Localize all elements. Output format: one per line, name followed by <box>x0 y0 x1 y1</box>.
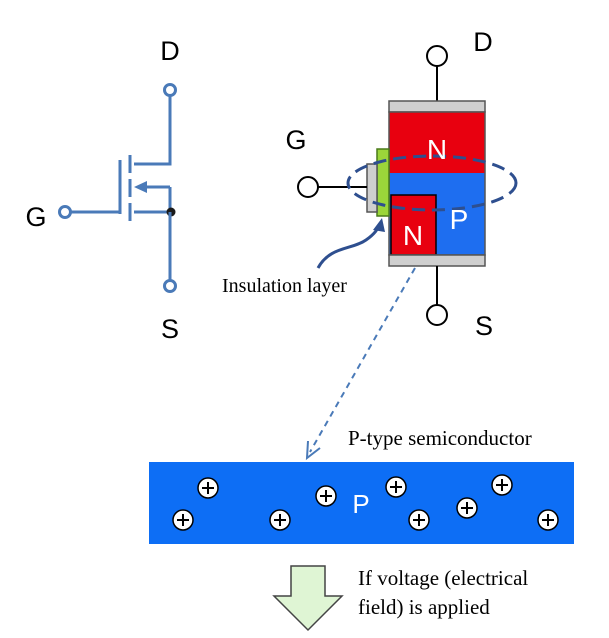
hole-plus-icon <box>315 485 337 507</box>
zoom-pointer-arrowhead <box>305 440 321 461</box>
mosfet-symbol: D G S <box>25 36 179 344</box>
channel-highlight-ellipse <box>346 154 518 212</box>
structure-n-top-region <box>389 112 485 173</box>
hole-plus-icon <box>456 497 478 519</box>
insulation-callout-line <box>316 223 382 269</box>
voltage-note-line2: field) is applied <box>358 595 490 619</box>
insulation-callout-arrow <box>373 218 385 232</box>
hole-group <box>172 474 559 531</box>
symbol-body-arrow <box>134 181 147 193</box>
hole-plus-icon <box>491 474 513 496</box>
hole-plus-icon <box>197 477 219 499</box>
structure-source-terminal <box>426 304 448 326</box>
hole-plus-icon <box>269 509 291 531</box>
symbol-drain-wire <box>134 96 172 166</box>
structure-drain-label: D <box>473 27 493 57</box>
voltage-section: If voltage (electrical field) is applied <box>272 565 528 632</box>
semiconductor-p-label: P <box>352 489 369 519</box>
semiconductor-title: P-type semiconductor <box>348 426 532 450</box>
symbol-source-label: S <box>161 314 179 344</box>
insulation-label: Insulation layer <box>222 275 347 297</box>
structure-drain-terminal <box>426 45 448 67</box>
structure-p-label: P <box>450 204 469 235</box>
hole-plus-icon <box>385 476 407 498</box>
structure-source-label: S <box>475 311 493 341</box>
structure-gate-electrode <box>366 163 378 213</box>
symbol-source-terminal <box>163 279 177 293</box>
symbol-gate-label: G <box>25 202 46 232</box>
mosfet-structure: N N P D G S Insulation layer <box>222 27 518 341</box>
p-type-semiconductor: P-type semiconductor P <box>149 426 574 544</box>
structure-n-bottom-label: N <box>403 220 423 251</box>
down-arrow-icon <box>272 565 344 632</box>
symbol-drain-label: D <box>160 36 180 66</box>
structure-source-contact <box>388 254 486 267</box>
hole-plus-icon <box>537 509 559 531</box>
symbol-drain-terminal <box>163 83 177 97</box>
structure-n-top-label: N <box>427 134 447 165</box>
structure-drain-contact <box>388 100 486 113</box>
voltage-note-line1: If voltage (electrical <box>358 566 528 590</box>
hole-plus-icon <box>408 509 430 531</box>
symbol-gate-terminal <box>58 205 72 219</box>
hole-plus-icon <box>172 509 194 531</box>
structure-gate-label: G <box>285 125 306 155</box>
zoom-pointer-line <box>309 267 416 453</box>
structure-gate-terminal <box>297 176 319 198</box>
